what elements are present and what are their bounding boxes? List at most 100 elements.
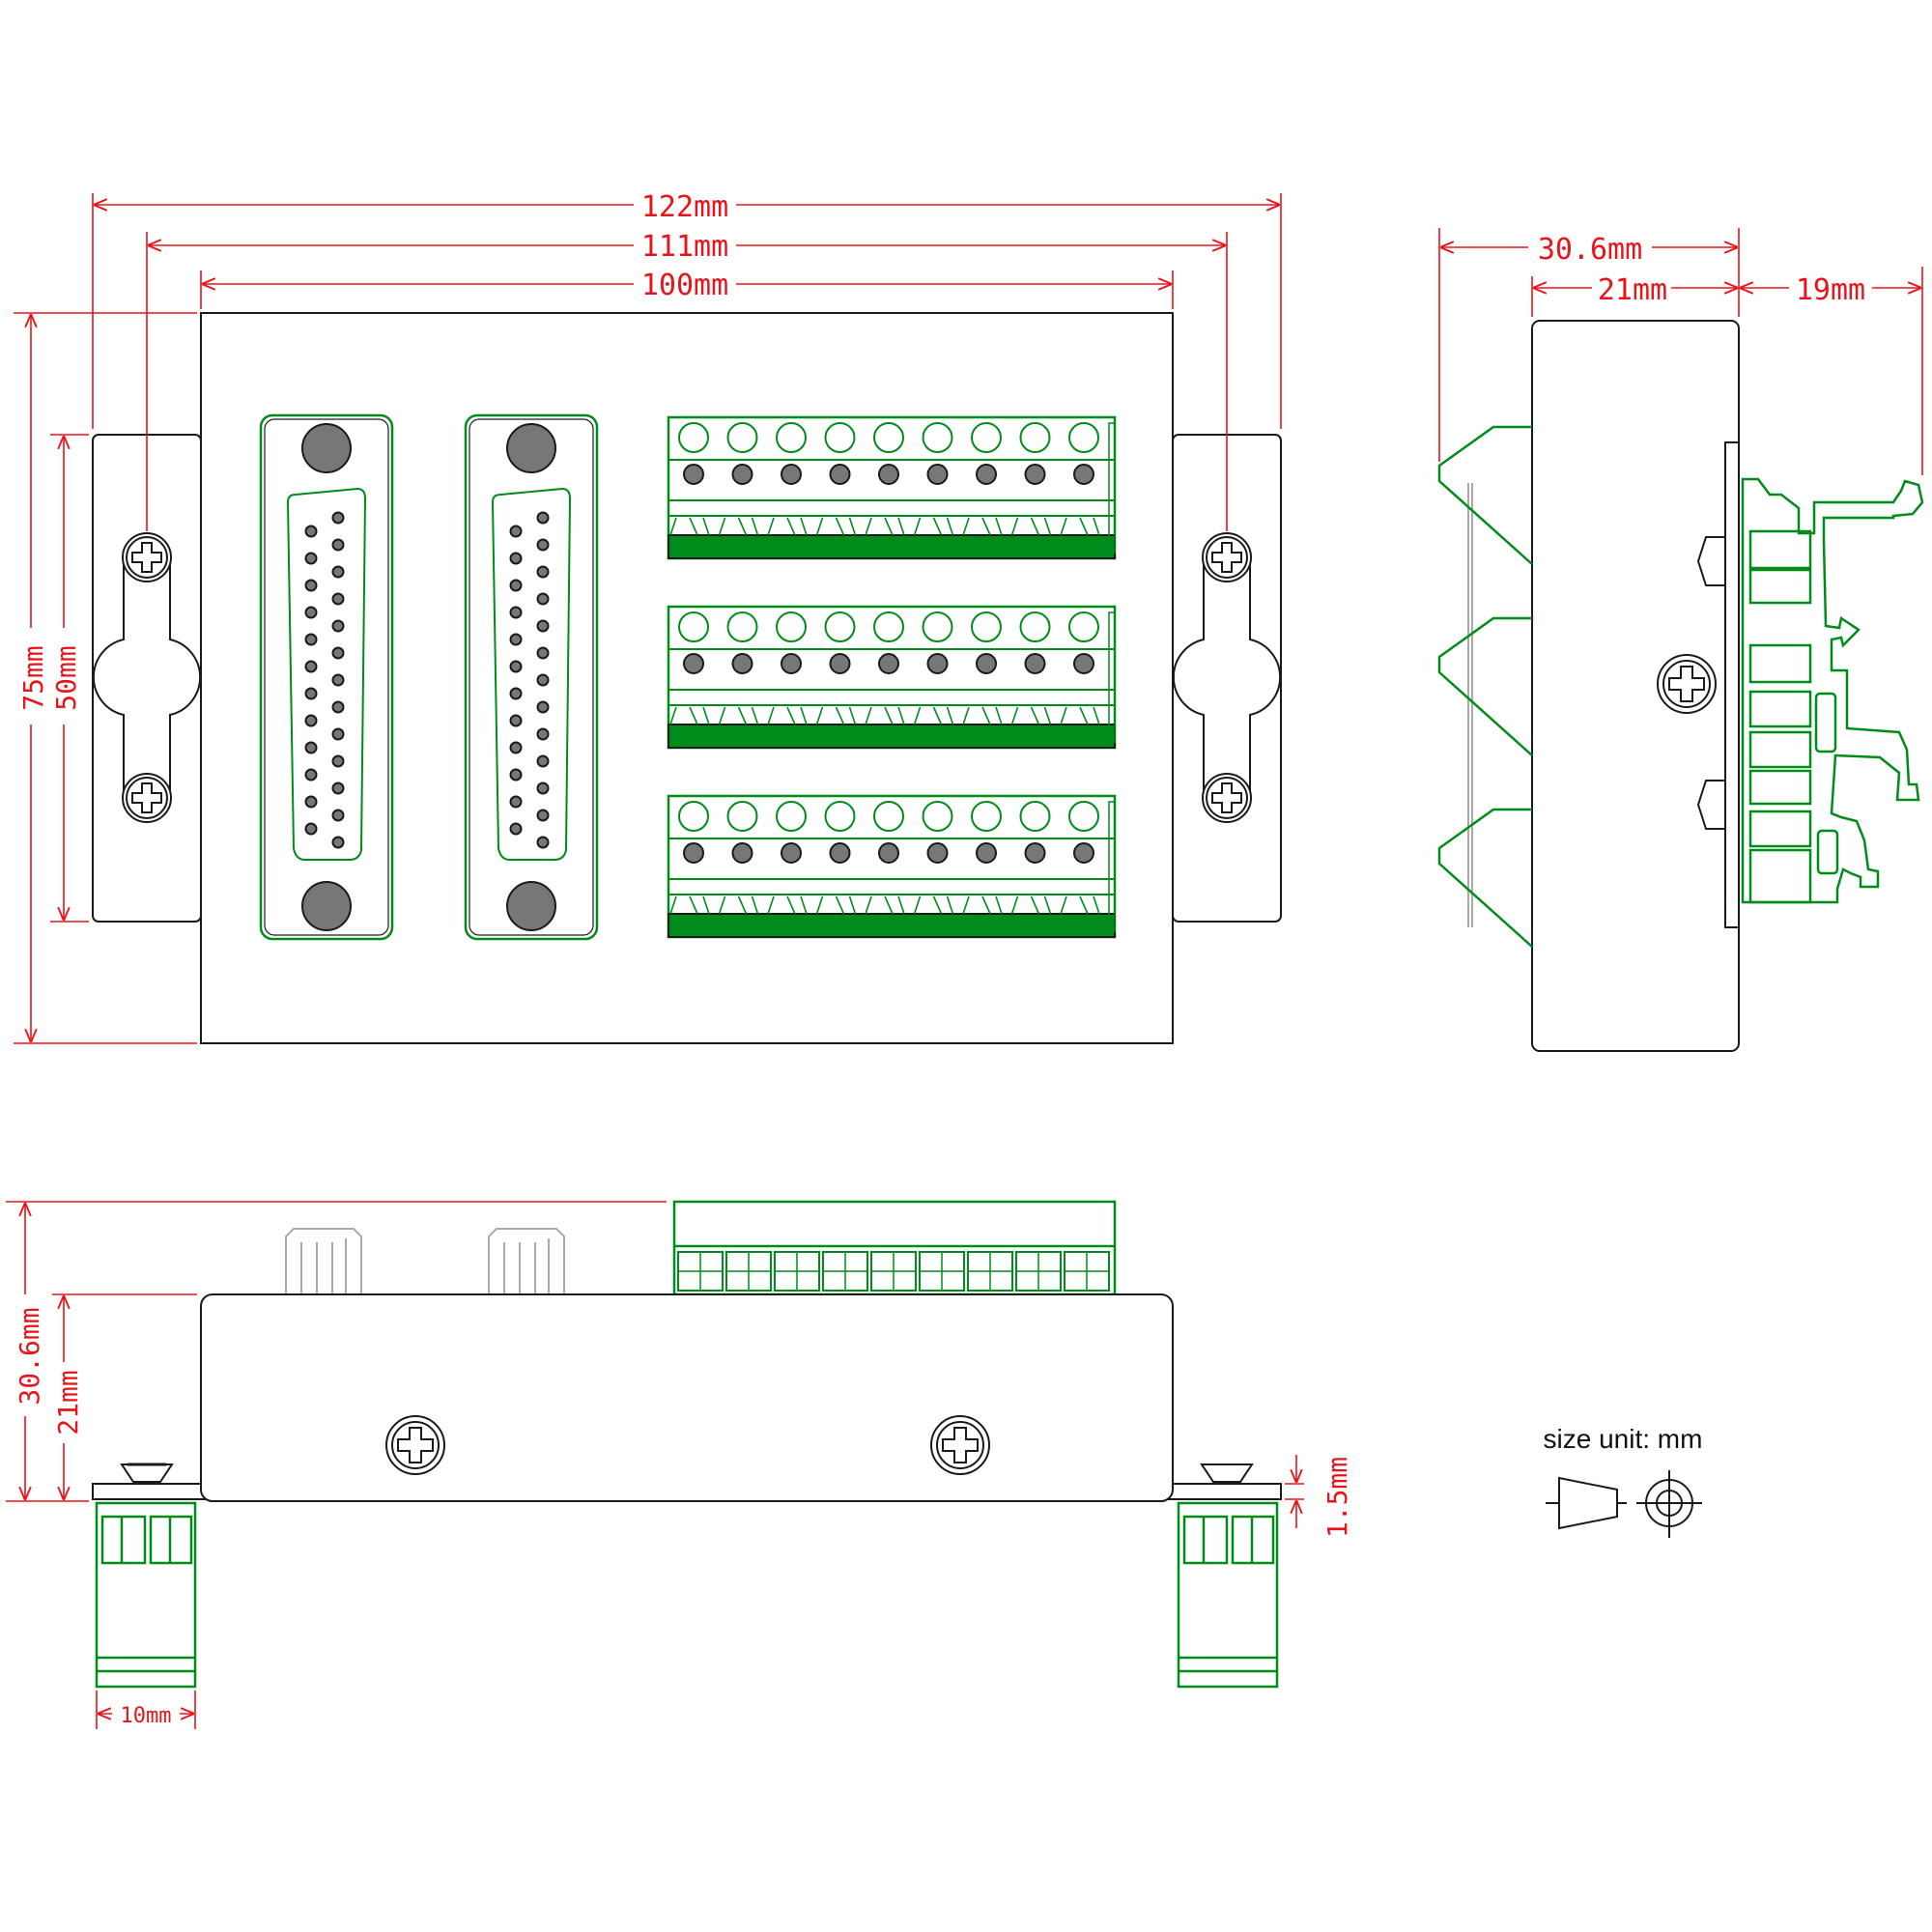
terminal-screw-hole — [726, 611, 758, 642]
terminal-screw-hole — [971, 422, 1002, 453]
terminal-screw-hole — [873, 422, 904, 453]
terminal-wire-hole — [731, 464, 753, 485]
terminal-screw-hole — [678, 801, 709, 832]
terminal-wire-hole — [829, 653, 851, 674]
side-tab-upper — [1696, 536, 1726, 586]
db25-pin — [536, 809, 550, 822]
db25-pin — [509, 768, 523, 781]
dim-122mm: 122mm — [641, 190, 728, 224]
terminal-wire-hole — [926, 464, 949, 485]
terminal-wire-hole — [976, 842, 997, 864]
terminal-screw-hole — [1019, 801, 1051, 832]
db25-pin — [509, 687, 523, 700]
dim-1-5mm: 1.5mm — [1321, 1457, 1353, 1538]
db25-pin — [509, 525, 523, 538]
db25-pin — [536, 673, 550, 687]
terminal-screw-hole — [678, 422, 709, 453]
dim-21mm-front: 21mm — [52, 1370, 84, 1435]
top-view — [92, 312, 1282, 1044]
terminal-wire-hole — [731, 653, 753, 674]
terminal-wire-hole — [1024, 464, 1046, 485]
terminal-screw-hole — [873, 611, 904, 642]
terminal-wire-hole — [683, 842, 704, 864]
db25-pin — [304, 606, 318, 619]
dim-30-6mm-side: 30.6mm — [1538, 233, 1642, 267]
terminal-screw-hole — [971, 611, 1002, 642]
terminal-screw-hole — [1068, 422, 1099, 453]
db25-pin — [304, 795, 318, 809]
terminal-screw-hole — [726, 422, 758, 453]
side-view-dimension-labels: 30.6mm 21mm 19mm — [1528, 232, 1872, 307]
unit-legend: size unit: mm — [1544, 1424, 1702, 1538]
db25-pin — [331, 592, 345, 606]
terminal-screw-hole — [1068, 611, 1099, 642]
db25-pin — [509, 606, 523, 619]
front-view-dimension-labels: 30.6mm 21mm 1.5mm 10mm — [14, 1294, 1353, 1728]
terminal-screw-hole — [873, 801, 904, 832]
db25-pin — [331, 565, 345, 579]
terminal-block — [667, 794, 1117, 939]
db25-pin — [509, 714, 523, 727]
terminal-wire-hole — [976, 464, 997, 485]
mounting-hole — [506, 881, 556, 931]
db25-pin — [509, 579, 523, 592]
terminal-wire-hole — [683, 653, 704, 674]
terminal-wire-hole — [829, 464, 851, 485]
terminal-screw-hole — [824, 801, 856, 832]
terminal-screw-hole — [922, 801, 953, 832]
front-ghost-db25 — [265, 1228, 591, 1295]
terminal-wire-hole — [976, 653, 997, 674]
db25-pin — [331, 646, 345, 660]
dim-10mm: 10mm — [121, 1704, 172, 1728]
dim-30-6mm-front: 30.6mm — [14, 1307, 45, 1405]
dim-21mm-side: 21mm — [1598, 273, 1667, 307]
front-terminal-strip — [672, 1200, 1117, 1296]
terminal-screw-hole — [776, 422, 807, 453]
phillips-screw-icon — [126, 536, 168, 579]
terminal-wire-hole — [1073, 464, 1094, 485]
db25-pin — [304, 525, 318, 538]
terminal-screw-hole — [824, 422, 856, 453]
terminal-screw-hole — [922, 422, 953, 453]
terminal-wire-hole — [781, 464, 802, 485]
top-view-dimension-labels: 122mm 111mm 100mm 75mm 50mm — [17, 189, 736, 724]
terminal-wire-hole — [683, 464, 704, 485]
phillips-screw-icon — [1206, 777, 1248, 819]
db25-pin — [536, 700, 550, 714]
db25-pin — [536, 754, 550, 768]
side-terminal-profiles — [1437, 425, 1533, 948]
db25-pin — [331, 673, 345, 687]
db25-pin — [304, 633, 318, 646]
terminal-wire-hole — [829, 842, 851, 864]
front-body — [200, 1293, 1174, 1502]
terminal-screw-hole — [776, 801, 807, 832]
db25-pin — [509, 822, 523, 836]
db25-pin — [304, 822, 318, 836]
db25-pin — [536, 727, 550, 741]
terminal-wire-hole — [878, 464, 899, 485]
terminal-screw-hole — [678, 611, 709, 642]
terminal-wire-hole — [781, 653, 802, 674]
db25-pin — [331, 511, 345, 525]
db25-pin — [536, 511, 550, 525]
side-din-clip — [1741, 477, 1924, 904]
db25-pin — [509, 795, 523, 809]
mounting-hole — [301, 423, 352, 473]
terminal-screw-hole — [776, 611, 807, 642]
terminal-block — [667, 605, 1117, 750]
terminal-wire-hole — [1073, 842, 1094, 864]
db25-pin — [509, 741, 523, 754]
db25-pin — [304, 660, 318, 673]
mounting-hole — [506, 423, 556, 473]
side-view — [1437, 320, 1924, 1052]
db25-pin — [331, 538, 345, 552]
db25-pin — [304, 714, 318, 727]
db25-pin — [331, 809, 345, 822]
db25-pin — [304, 579, 318, 592]
phillips-screw-icon — [126, 777, 168, 819]
db25-pin — [304, 687, 318, 700]
terminal-screw-hole — [726, 801, 758, 832]
terminal-screw-hole — [1068, 801, 1099, 832]
db25-pin — [304, 552, 318, 565]
